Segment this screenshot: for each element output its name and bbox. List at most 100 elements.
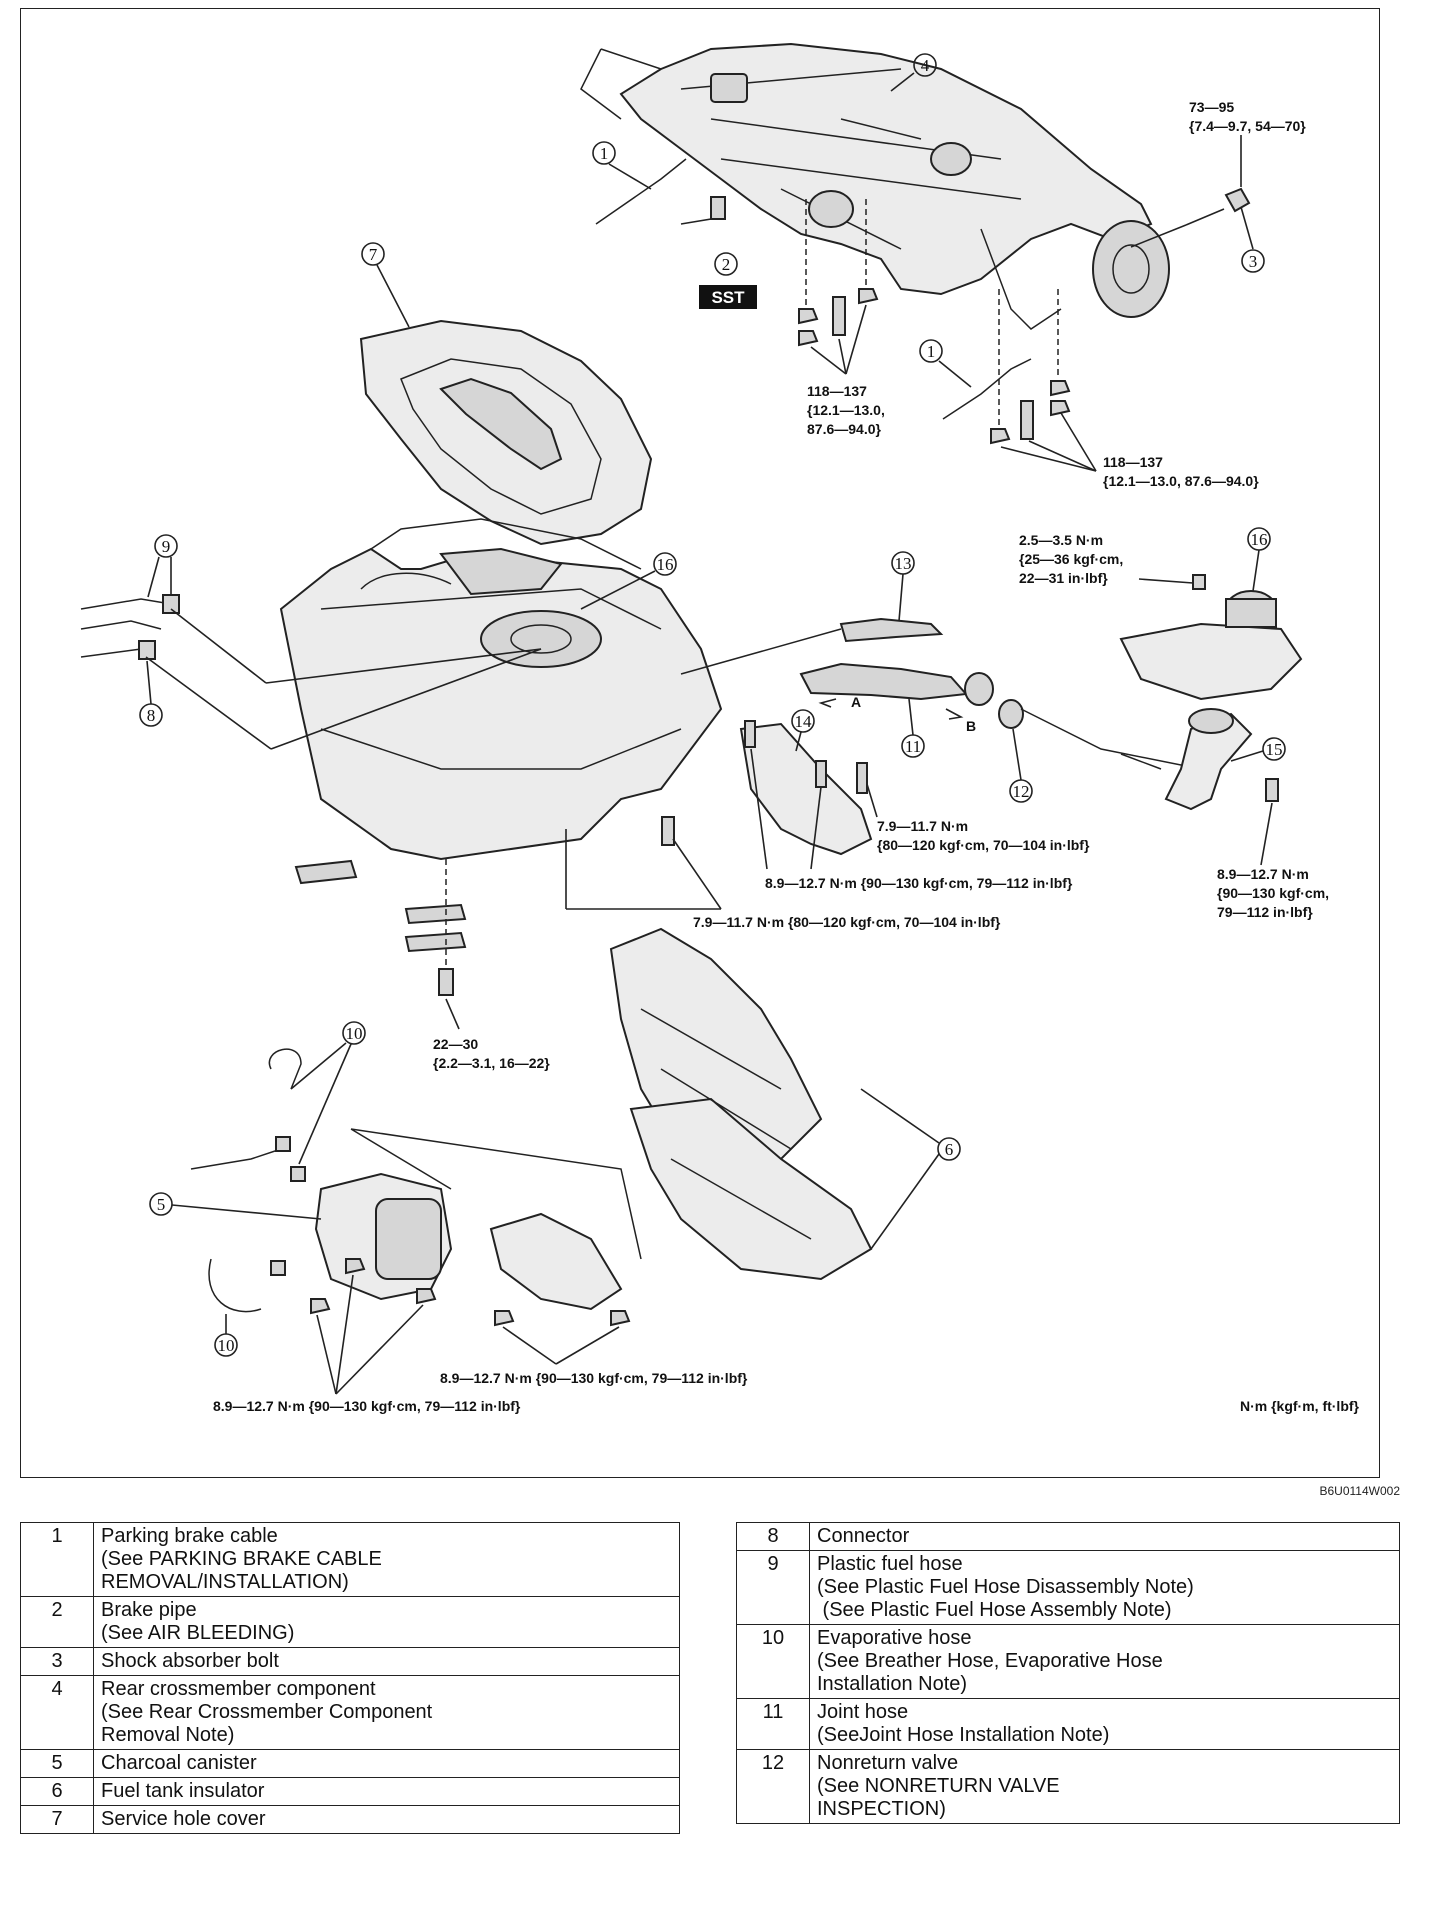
part-description: Brake pipe(See AIR BLEEDING) (93, 1596, 680, 1648)
part-reference: (See Plastic Fuel Hose Disassembly Note) (817, 1576, 1194, 1598)
torque-tank-band-2: {2.2—3.1, 16—22} (433, 1055, 550, 1071)
rear-crossmember-component (580, 42, 1170, 330)
tank-band-fasteners (294, 859, 467, 996)
units-legend: N·m {kgf·m, ft·lbf} (1240, 1398, 1360, 1414)
sst-label: SST (711, 288, 745, 307)
part-name: Fuel tank insulator (101, 1780, 265, 1802)
crossmember-mount-bolts-left (798, 199, 879, 347)
part-description: Plastic fuel hose(See Plastic Fuel Hose … (809, 1550, 1400, 1625)
torque-crossmember-right-1: 118—137 (1103, 454, 1163, 470)
fuel-filler-pipe (1120, 708, 1279, 811)
callout-6: 6 (945, 1140, 954, 1159)
part-number: 9 (736, 1550, 810, 1625)
torque-crossmember-right-2: {12.1—13.0, 87.6—94.0} (1103, 473, 1259, 489)
charcoal-canister (310, 1128, 642, 1315)
sst-badge (699, 285, 757, 309)
plastic-fuel-hoses (80, 594, 542, 750)
torque-bracket-1: 7.9—11.7 N·m (877, 818, 968, 834)
hose-bracket (739, 720, 873, 856)
part-description: Connector (809, 1522, 1400, 1551)
callout-2: 2 (722, 255, 731, 274)
part-reference: (See PARKING BRAKE CABLE (101, 1548, 382, 1570)
part-name: Service hole cover (101, 1808, 266, 1830)
fuel-tank-insulator (609, 927, 873, 1281)
callout-14: 14 (795, 712, 813, 731)
callout-15: 15 (1266, 740, 1283, 759)
torque-shock-bolt-1: 73—95 (1189, 99, 1234, 115)
parts-row: 5 Charcoal canister (20, 1749, 680, 1778)
part-description: Fuel tank insulator (93, 1777, 680, 1806)
part-description: Service hole cover (93, 1805, 680, 1834)
part-number: 5 (20, 1749, 94, 1778)
part-number: 10 (736, 1624, 810, 1699)
torque-pump-unit-2: {25—36 kgf·cm, (1019, 551, 1123, 567)
part-name: Plastic fuel hose (817, 1553, 963, 1575)
torque-crossmember-left-2: {12.1—13.0, (807, 402, 885, 418)
part-reference: Installation Note) (817, 1673, 968, 1695)
part-name: Connector (817, 1525, 910, 1547)
torque-filler-2: {90—130 kgf·cm, (1217, 885, 1329, 901)
torque-filler-3: 79—112 in·lbf} (1217, 904, 1313, 920)
torque-pump-unit-1: 2.5—3.5 N·m (1019, 532, 1103, 548)
fuel-pump-unit (1119, 574, 1303, 701)
callout-1-upper: 1 (600, 144, 609, 163)
part-reference: (SeeJoint Hose Installation Note) (817, 1724, 1110, 1746)
part-reference: (See NONRETURN VALVE (817, 1775, 1060, 1797)
part-name: Parking brake cable (101, 1525, 278, 1547)
part-name: Evaporative hose (817, 1627, 972, 1649)
evaporative-hoses (190, 1048, 306, 1313)
callout-9: 9 (162, 537, 171, 556)
hose-label-a: A (851, 694, 861, 710)
part-name: Charcoal canister (101, 1752, 257, 1774)
part-reference: INSPECTION) (817, 1798, 946, 1820)
part-reference: (See AIR BLEEDING) (101, 1622, 295, 1644)
part-description: Charcoal canister (93, 1749, 680, 1778)
part-number: 7 (20, 1805, 94, 1834)
hose-label-b: B (966, 718, 976, 734)
part-number: 2 (20, 1596, 94, 1648)
torque-tank-strap: 7.9—11.7 N·m {80—120 kgf·cm, 70—104 in·l… (693, 914, 1001, 930)
figure-code: B6U0114W002 (1319, 1484, 1401, 1498)
torque-pump-unit-3: 22—31 in·lbf} (1019, 570, 1108, 586)
callout-4: 4 (921, 56, 930, 75)
service-hole-cover (359, 319, 653, 546)
part-number: 3 (20, 1647, 94, 1676)
part-description: Joint hose(SeeJoint Hose Installation No… (809, 1698, 1400, 1750)
callout-10-lower: 10 (218, 1336, 235, 1355)
callout-10-upper: 10 (346, 1024, 363, 1043)
part-name: Rear crossmember component (101, 1678, 376, 1700)
part-reference: (See Rear Crossmember Component (101, 1701, 433, 1723)
part-number: 6 (20, 1777, 94, 1806)
part-description: Evaporative hose(See Breather Hose, Evap… (809, 1624, 1400, 1699)
callout-13: 13 (895, 554, 912, 573)
parts-row: 7 Service hole cover (20, 1805, 680, 1834)
torque-bracket-mid: 8.9—12.7 N·m {90—130 kgf·cm, 79—112 in·l… (765, 875, 1073, 891)
callout-16-left: 16 (657, 555, 674, 574)
part-name: Nonreturn valve (817, 1752, 959, 1774)
torque-insulator: 8.9—12.7 N·m {90—130 kgf·cm, 79—112 in·l… (440, 1370, 748, 1386)
callout-3: 3 (1249, 252, 1258, 271)
part-description: Rear crossmember component(See Rear Cros… (93, 1675, 680, 1750)
callout-5: 5 (157, 1195, 166, 1214)
part-description: Parking brake cable(See PARKING BRAKE CA… (93, 1522, 680, 1597)
callout-16-right: 16 (1251, 530, 1268, 549)
callout-12: 12 (1013, 782, 1030, 801)
part-number: 12 (736, 1749, 810, 1824)
crossmember-mount-bolts-right (990, 289, 1071, 445)
part-name: Joint hose (817, 1701, 909, 1723)
part-reference: REMOVAL/INSTALLATION) (101, 1571, 349, 1593)
part-number: 1 (20, 1522, 94, 1597)
torque-bracket-2: {80—120 kgf·cm, 70—104 in·lbf} (877, 837, 1090, 853)
part-reference: (See Plastic Fuel Hose Assembly Note) (817, 1599, 1172, 1621)
insulator-clips (489, 1212, 631, 1327)
callout-8: 8 (147, 706, 156, 725)
part-name: Brake pipe (101, 1599, 197, 1621)
callout-1-lower: 1 (927, 342, 936, 361)
part-number: 11 (736, 1698, 810, 1750)
